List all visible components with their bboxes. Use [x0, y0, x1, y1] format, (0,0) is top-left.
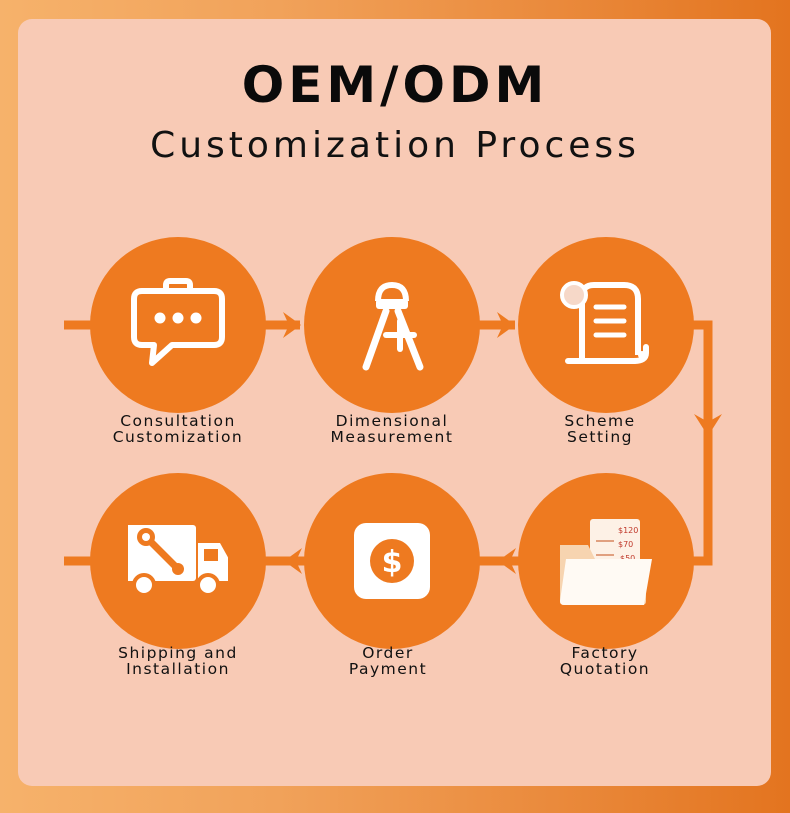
arrow-down: [694, 414, 722, 436]
chat-bubble-icon: [131, 278, 225, 366]
price-2: $70: [618, 540, 633, 549]
page-subtitle: Customization Process: [150, 125, 640, 166]
step-consultation: [90, 237, 266, 413]
price-3: $50: [620, 554, 635, 563]
arrow-right-1: [283, 312, 301, 338]
step-quotation: $120 $70 $50: [518, 473, 694, 649]
page-title: OEM/ODM: [241, 56, 549, 114]
step-measurement: [304, 237, 480, 413]
arrow-left-1: [498, 548, 516, 574]
scheme-document-icon: [560, 281, 649, 364]
svg-text:$: $: [382, 545, 403, 580]
compass-measure-icon: [362, 281, 424, 371]
connector-3-4: [680, 320, 713, 566]
arrow-right-2: [497, 312, 515, 338]
step-shipping: [90, 473, 266, 649]
truck-wrench-icon: [128, 525, 228, 597]
step-scheme: [518, 237, 694, 413]
price-1: $120: [618, 526, 638, 535]
payment-dollar-icon: $: [354, 523, 430, 599]
quotation-folder-icon: $120 $70 $50: [560, 519, 652, 605]
step-payment: $: [304, 473, 480, 649]
arrow-left-2: [284, 548, 302, 574]
